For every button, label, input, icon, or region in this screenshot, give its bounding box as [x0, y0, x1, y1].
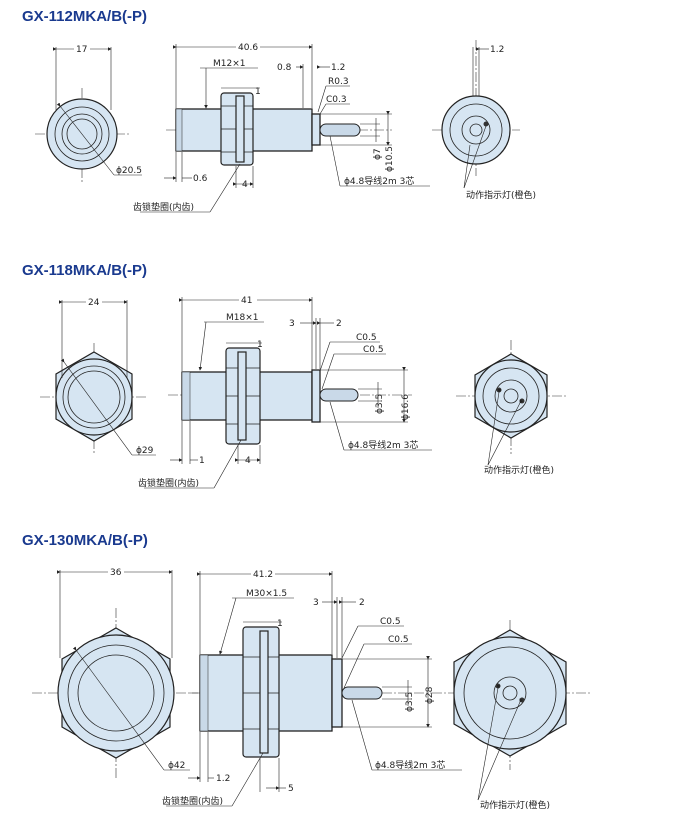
gx112-washer-thick: 4 — [242, 180, 248, 190]
gx112-radius: R0.3 — [328, 77, 349, 87]
gx130-washer-offset: 1.2 — [216, 774, 230, 784]
gx118-cable: ϕ4.8导线2m 3芯 — [348, 439, 418, 451]
gx118-washer-thick: 4 — [245, 456, 251, 466]
gx112-rear-tail: 1.2 — [490, 45, 504, 55]
gx130-washer-label: 齿锁垫圈(内齿) — [162, 795, 223, 807]
gx118-gap: 3 — [289, 319, 295, 329]
gx130-cable: ϕ4.8导线2m 3芯 — [375, 759, 445, 771]
gx118-front-view: 24 ϕ29 — [40, 296, 156, 456]
gx130-rear-view: 动作指示灯(橙色) — [432, 620, 590, 811]
gx118-front-width: 24 — [88, 298, 100, 308]
gx130-chamfer1: C0.5 — [380, 617, 401, 627]
gx112-rear-view: 1.2 动作指示灯(橙色) — [432, 40, 536, 201]
gx112-nut-thick: 1 — [255, 87, 261, 97]
gx130-washer-thick: 5 — [288, 784, 294, 794]
gx112-side-view: 40.6 M12×1 1 0.8 1.2 R0.3 C0.3 ϕ7 ϕ10.5 … — [133, 41, 430, 213]
gx130-body-dia: ϕ28 — [425, 686, 435, 704]
gx112-front-dia: ϕ20.5 — [116, 166, 142, 176]
gx112-led-label: 动作指示灯(橙色) — [466, 189, 536, 201]
gx130-gap: 3 — [313, 598, 319, 608]
gx130-chamfer2: C0.5 — [388, 635, 409, 645]
gx130-front-dia: ϕ42 — [168, 761, 185, 771]
gx112-washer-label: 齿锁垫圈(内齿) — [133, 201, 194, 213]
gx118-washer-label: 齿锁垫圈(内齿) — [138, 477, 199, 489]
gx130-nut-thick: 1 — [277, 619, 283, 629]
gx112-tail: 1.2 — [331, 63, 345, 73]
model-title-gx118: GX-118MKA/B(-P) — [22, 262, 148, 279]
gx112-cable: ϕ4.8导线2m 3芯 — [344, 175, 414, 187]
gx130-led-label: 动作指示灯(橙色) — [480, 799, 550, 811]
gx118-thread: M18×1 — [226, 313, 258, 323]
gx118-rear-view: 动作指示灯(橙色) — [456, 340, 566, 476]
model-title-gx112: GX-112MKA/B(-P) — [22, 8, 148, 25]
gx112-gap: 0.8 — [277, 63, 292, 73]
gx118-length: 41 — [241, 296, 252, 306]
gx118-body-dia: ϕ16.6 — [401, 394, 411, 420]
gx130-front-view: 36 ϕ42 — [32, 566, 198, 778]
gx130-tail-dia: ϕ3.5 — [405, 692, 415, 712]
gx130-side-view: 41.2 M30×1.5 1 3 2 C0.5 C0.5 ϕ3.5 ϕ28 1.… — [162, 568, 462, 807]
gx112-front-view: 17 ϕ20.5 — [35, 43, 142, 182]
gx112-length: 40.6 — [238, 43, 258, 53]
gx118-led-label: 动作指示灯(橙色) — [484, 464, 554, 476]
gx130-length: 41.2 — [253, 570, 273, 580]
gx118-front-dia: ϕ29 — [136, 446, 154, 456]
gx118-side-view: 41 M18×1 1 3 2 C0.5 C0.5 ϕ3.5 ϕ16.6 1 4 — [138, 294, 432, 489]
gx130-tail: 2 — [359, 598, 365, 608]
gx118-chamfer2: C0.5 — [363, 345, 384, 355]
gx118-nut-thick: 1 — [257, 340, 263, 350]
gx118-chamfer1: C0.5 — [356, 333, 377, 343]
gx118-tail-dia: ϕ3.5 — [375, 394, 385, 414]
model-title-gx130: GX-130MKA/B(-P) — [22, 532, 148, 549]
gx130-thread: M30×1.5 — [246, 589, 287, 599]
gx112-washer-offset: 0.6 — [193, 174, 208, 184]
gx118-tail: 2 — [336, 319, 342, 329]
gx112-tail-dia: ϕ7 — [373, 148, 383, 160]
gx112-body-dia: ϕ10.5 — [385, 146, 395, 172]
gx118-washer-offset: 1 — [199, 456, 205, 466]
gx130-front-width: 36 — [110, 568, 122, 578]
gx112-thread: M12×1 — [213, 59, 245, 69]
gx112-front-width: 17 — [76, 45, 87, 55]
gx112-chamfer: C0.3 — [326, 95, 347, 105]
